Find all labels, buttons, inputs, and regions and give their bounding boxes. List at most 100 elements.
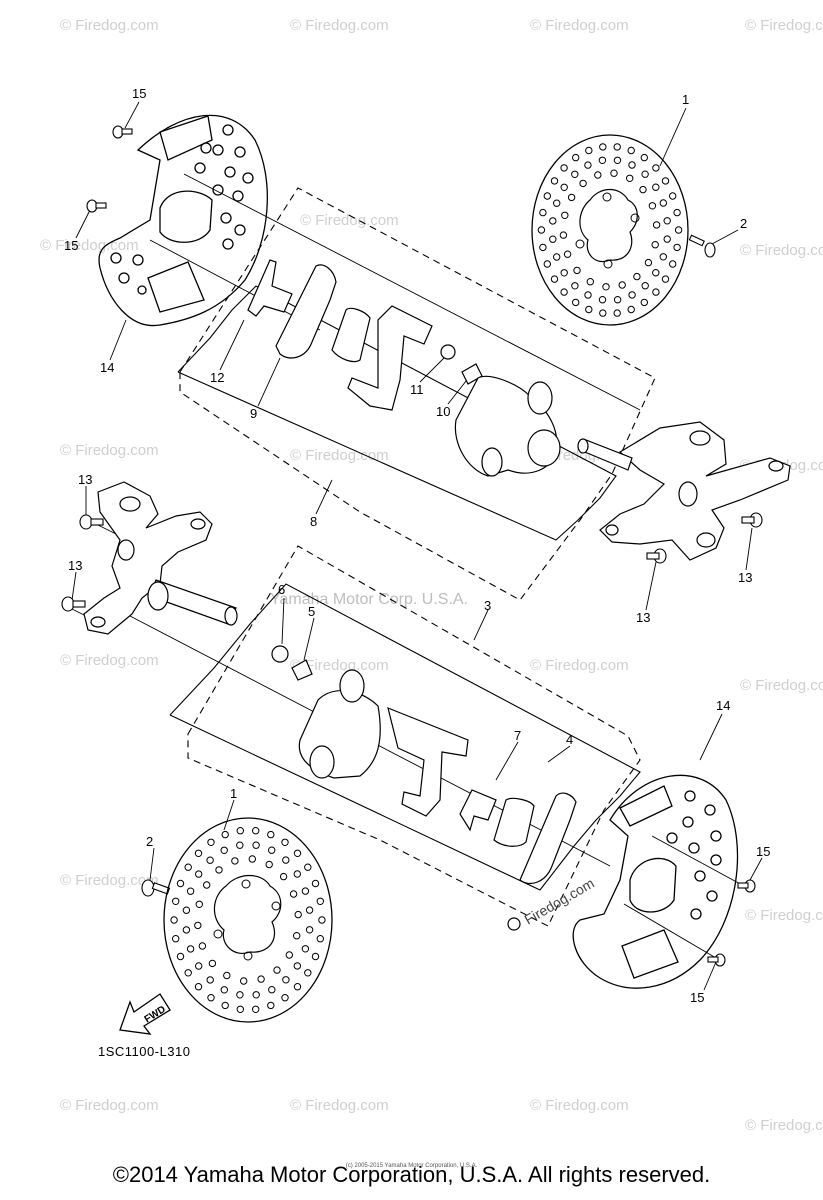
vent-hole [268, 986, 276, 994]
bolt-shank [707, 956, 719, 963]
vent-hole [627, 146, 635, 155]
callout-number: 15 [132, 86, 146, 101]
vent-hole [203, 881, 211, 889]
knuckle-bore [90, 616, 106, 628]
watermark-text: © Firedog.com [530, 17, 629, 34]
vent-hole [673, 243, 681, 252]
vent-hole [663, 217, 671, 225]
disc-bolt [141, 879, 171, 897]
vent-hole [652, 288, 660, 296]
slide-pin-boot [271, 645, 289, 663]
vent-hole [599, 143, 607, 151]
vent-hole [257, 975, 265, 983]
vent-hole [585, 305, 593, 314]
vent-hole [652, 183, 660, 191]
leader-line [419, 355, 447, 383]
lower-disc-guard [572, 774, 739, 989]
knuckle-bore [119, 496, 141, 512]
vent-hole [236, 1005, 245, 1013]
watermark-text: © Firedog.com [290, 447, 389, 464]
vent-hole [206, 976, 214, 984]
knuckle-bore [117, 539, 135, 561]
disc-guard-hole [222, 124, 234, 136]
vent-hole [293, 962, 301, 970]
callout-number: 6 [278, 582, 285, 597]
vent-hole [316, 935, 324, 943]
leader-line [703, 961, 717, 991]
leader-line [124, 101, 140, 129]
watermark-text: © Firedog.com [740, 242, 823, 259]
vent-hole [267, 830, 275, 839]
vent-hole [571, 170, 579, 179]
caliper-slide-boot [481, 447, 503, 477]
vent-hole [311, 879, 320, 888]
vent-hole [282, 976, 290, 984]
watermark-text: © Firedog.com [60, 1097, 159, 1114]
bolt-shank [688, 234, 705, 247]
vent-hole [182, 906, 191, 914]
caliper-piston-housing [527, 429, 561, 467]
disc-guard-hole [690, 908, 702, 920]
vent-hole [579, 179, 587, 188]
vent-hole [663, 235, 671, 243]
callout-number: 13 [738, 570, 752, 585]
leader-line [109, 319, 127, 361]
vent-hole [567, 193, 576, 202]
disc-guard-hole [212, 184, 224, 196]
vent-hole [549, 235, 557, 243]
vent-hole [206, 856, 214, 864]
caliper-slide-boot [527, 381, 553, 415]
vent-hole [659, 199, 667, 207]
upper-caliper-solid-outline [177, 285, 617, 541]
callout-number: 7 [514, 728, 521, 743]
disc-bolt [688, 234, 716, 258]
vent-hole [640, 298, 648, 307]
hub-bolt-hole [575, 239, 585, 249]
hub-bolt-hole [603, 259, 613, 269]
brake-disc-vent-holes [537, 143, 683, 317]
vent-hole [207, 838, 215, 846]
callout-number: 11 [410, 382, 424, 397]
watermark-text: © Firedog.com [290, 1097, 389, 1114]
vent-hole [585, 146, 593, 155]
vent-hole [543, 260, 551, 268]
vent-hole [221, 830, 229, 839]
assembly-solid-outlines [169, 285, 641, 891]
vent-hole [240, 977, 248, 985]
disc-guard-hole [706, 890, 718, 902]
vent-hole [573, 266, 581, 275]
vent-hole [602, 283, 610, 291]
leader-line [473, 609, 489, 641]
disc-guard-hole [688, 842, 700, 854]
disc-guard-hole [110, 252, 122, 264]
disc-guard-hole [242, 172, 254, 184]
vent-hole [594, 171, 602, 179]
vent-hole [674, 226, 683, 234]
brake-disc-outline [163, 817, 333, 1023]
vent-hole [301, 887, 310, 895]
watermark-text: © Firedog.com [745, 907, 823, 924]
disc-guard-hole [200, 142, 212, 154]
leader-line [71, 571, 77, 601]
vent-hole [207, 994, 215, 1002]
vent-hole [641, 282, 649, 290]
vent-hole [633, 272, 641, 281]
vent-hole [268, 846, 276, 854]
disc-guard-hole [118, 272, 130, 284]
hub-bolt-hole [602, 192, 612, 202]
spindle-end [224, 606, 238, 626]
callout-number: 14 [100, 360, 114, 375]
lower-caliper-solid-outline [169, 583, 641, 891]
disc-guard-hole [710, 830, 722, 842]
vent-hole [236, 991, 244, 999]
knuckle-bore [147, 581, 169, 611]
vent-hole [640, 153, 648, 162]
vent-hole [265, 860, 273, 869]
vent-hole [231, 857, 239, 865]
disc-guard-hole [710, 854, 722, 866]
brake-disc-hub [213, 874, 282, 954]
callout-number: 4 [566, 732, 573, 747]
vent-hole [293, 932, 301, 940]
bolts [61, 125, 763, 967]
vent-hole [652, 269, 660, 277]
